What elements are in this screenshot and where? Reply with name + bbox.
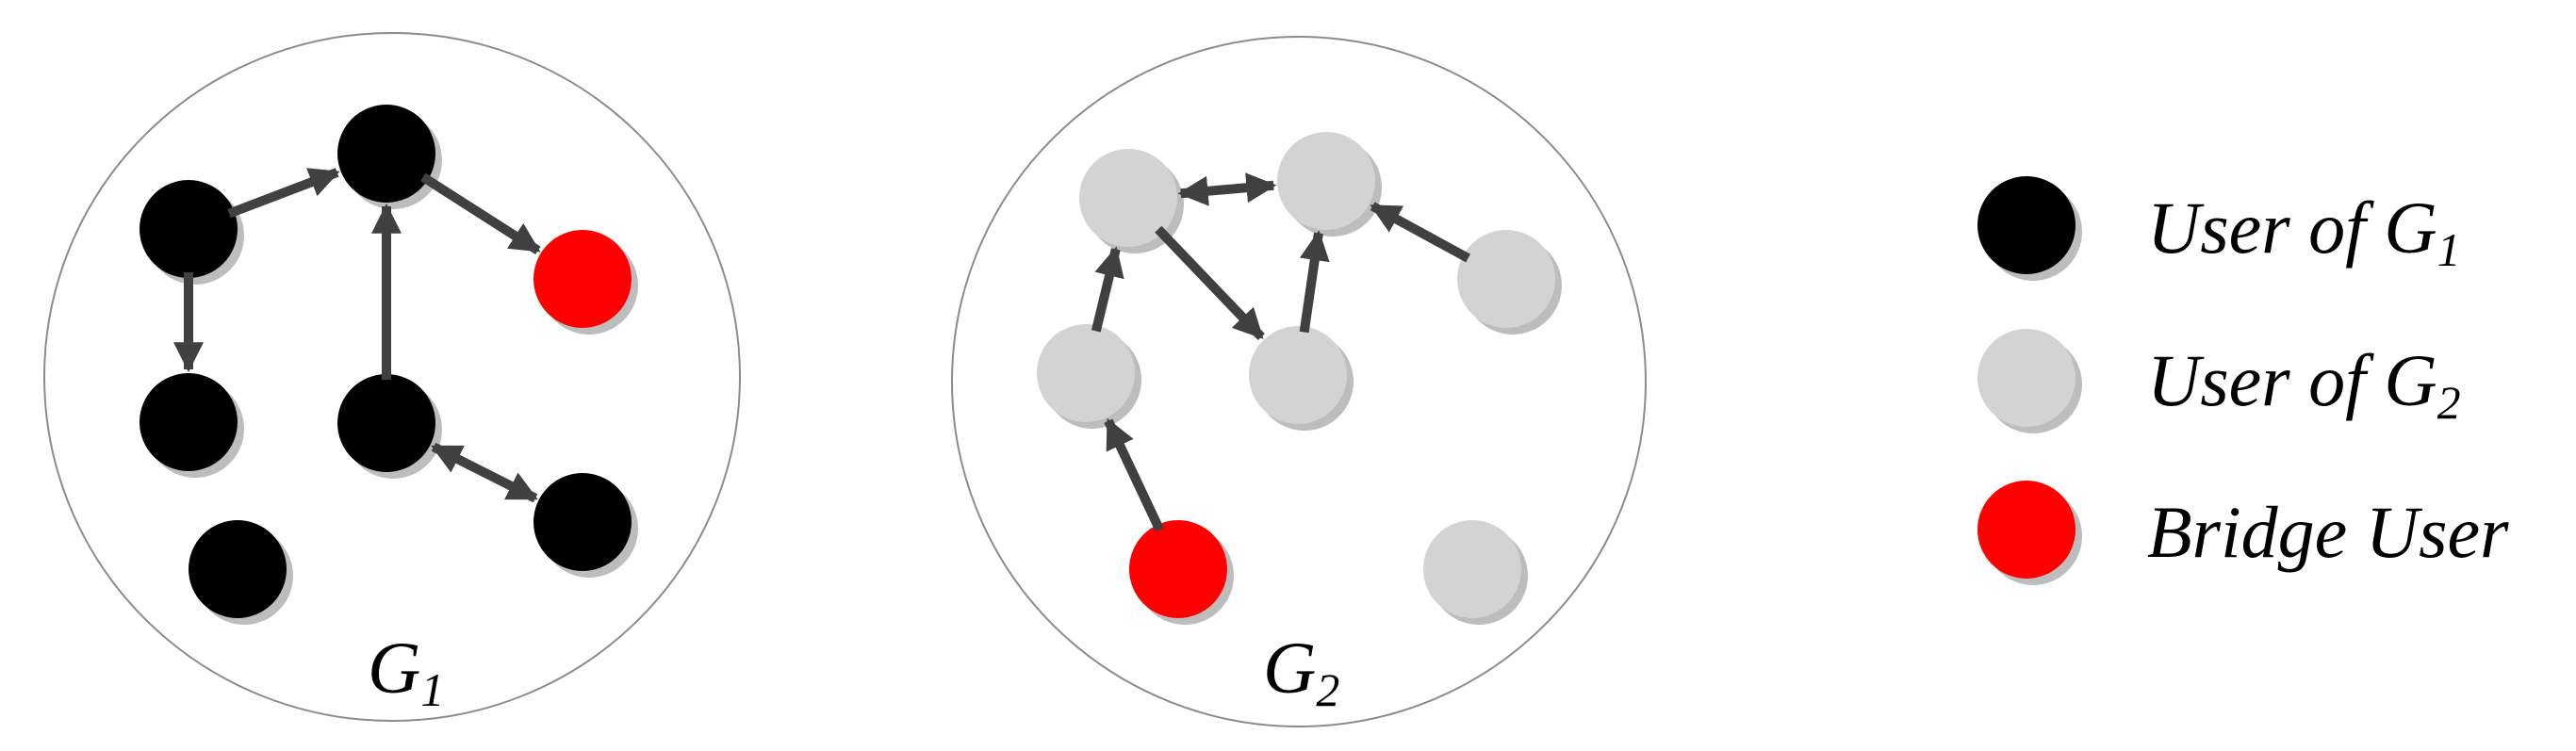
edge-h-to-l — [1155, 225, 1265, 341]
graph-g2-label: G2 — [1263, 627, 1339, 716]
graph-g1-nodes — [139, 105, 638, 625]
legend-item-user-g1: User of G1 — [1977, 176, 2461, 281]
node-user-g2-j — [1457, 230, 1555, 328]
node-user-g2-h — [1079, 149, 1177, 247]
edge-k-to-h — [1091, 246, 1124, 333]
graph-g2-edges — [1091, 172, 1470, 532]
edge-l-to-i — [1299, 230, 1330, 334]
node-user-g1-b — [337, 105, 435, 203]
legend-label-bridge: Bridge User — [2147, 491, 2509, 573]
legend-swatch-user-g1 — [1977, 176, 2076, 274]
legend-label-user-g1: User of G1 — [2147, 187, 2461, 276]
graph-g1-edges — [172, 168, 541, 503]
node-user-g2-k — [1037, 324, 1135, 422]
graph-g1-label: G1 — [368, 627, 444, 716]
node-user-g1-a — [139, 180, 238, 278]
graph-g1: G1 — [43, 32, 741, 722]
legend: User of G1 User of G2 Bridge User — [1977, 176, 2509, 585]
legend-item-bridge: Bridge User — [1977, 481, 2509, 585]
node-user-g1-e — [337, 374, 435, 472]
legend-swatch-user-g2 — [1977, 329, 2076, 427]
node-user-g1-g — [189, 520, 287, 618]
node-bridge-m — [1129, 520, 1227, 618]
edge-e-to-f — [431, 442, 538, 503]
node-user-g1-f — [533, 473, 632, 571]
node-user-g2-i — [1277, 132, 1375, 230]
graph-g2-nodes — [1037, 132, 1562, 625]
legend-label-user-g2: User of G2 — [2147, 339, 2461, 429]
edge-a-to-b — [227, 168, 340, 219]
legend-swatch-bridge — [1977, 481, 2076, 579]
edge-j-to-i — [1370, 202, 1470, 263]
edge-h-to-i — [1177, 172, 1277, 206]
node-bridge-c — [533, 230, 632, 328]
node-user-g2-n — [1423, 520, 1521, 618]
legend-item-user-g2: User of G2 — [1977, 329, 2461, 433]
node-user-g1-d — [139, 373, 238, 471]
edge-b-to-c — [420, 172, 541, 255]
node-user-g2-l — [1249, 326, 1347, 424]
graph-g2: G2 — [951, 36, 1647, 727]
edge-m-to-k — [1104, 417, 1164, 532]
